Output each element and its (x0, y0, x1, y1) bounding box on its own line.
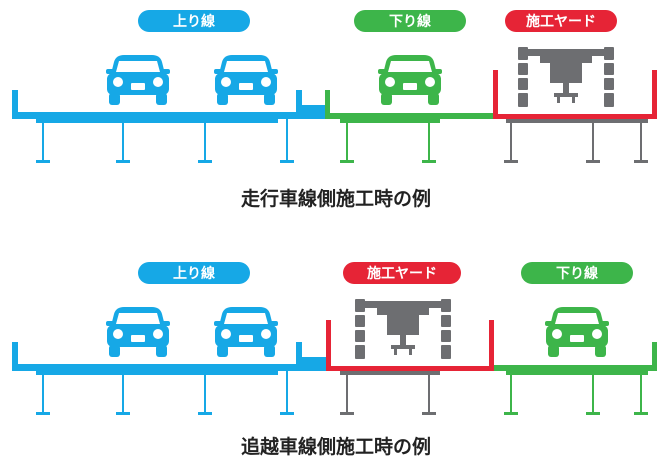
car-icon (214, 55, 278, 105)
svg-text:下り線: 下り線 (556, 265, 598, 282)
construction-machine-icon (518, 47, 614, 107)
car-icon (106, 307, 170, 357)
label-work-yard-2: 施工ヤード (343, 262, 461, 284)
car-icon (378, 55, 442, 105)
construction-machine-icon (355, 299, 451, 359)
up-lane-deck-1 (12, 90, 330, 163)
up-lane-deck-2 (12, 342, 330, 415)
diagram-2: 上り線 施工ヤード 下り線 (12, 262, 657, 458)
diagram-1: 上り線 下り線 施工ヤード (12, 10, 657, 210)
svg-text:上り線: 上り線 (173, 13, 215, 30)
label-up-lane-2: 上り線 (138, 262, 250, 284)
svg-text:上り線: 上り線 (173, 265, 215, 282)
car-icon (214, 307, 278, 357)
svg-text:施工ヤード: 施工ヤード (526, 13, 596, 30)
label-up-lane-1: 上り線 (138, 10, 250, 32)
svg-text:施工ヤード: 施工ヤード (367, 265, 437, 282)
label-down-lane-2: 下り線 (521, 262, 633, 284)
down-lane-deck-2 (494, 342, 657, 415)
caption-2: 追越車線側施工時の例 (241, 435, 431, 458)
car-icon (106, 55, 170, 105)
work-yard-deck-1 (493, 70, 657, 163)
work-yard-deck-2 (326, 320, 494, 415)
label-down-lane-1: 下り線 (354, 10, 466, 32)
svg-text:下り線: 下り線 (389, 13, 431, 30)
caption-1: 走行車線側施工時の例 (241, 187, 431, 210)
car-icon (545, 307, 609, 357)
label-work-yard-1: 施工ヤード (505, 10, 617, 32)
down-lane-deck-1 (325, 90, 497, 163)
